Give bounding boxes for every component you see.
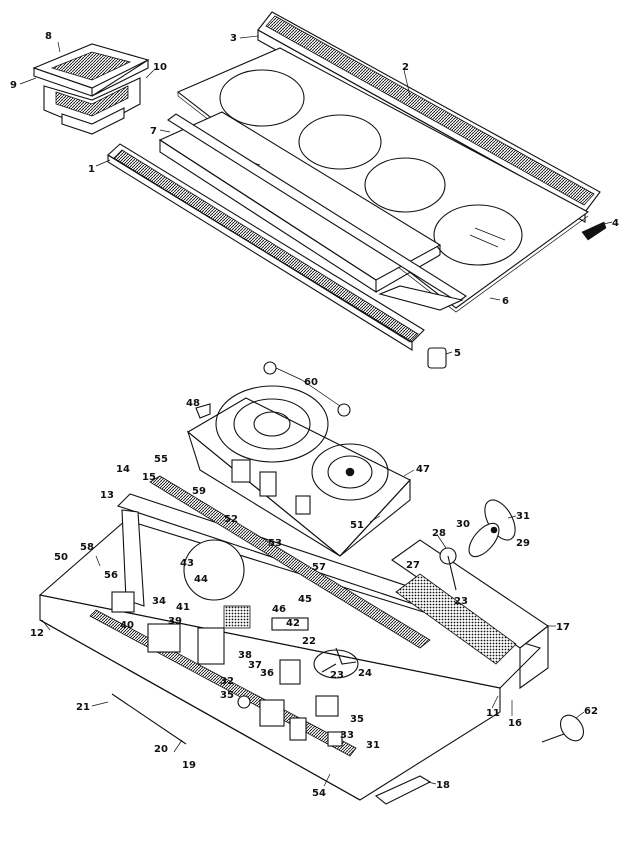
- callout-41: 41: [176, 602, 190, 613]
- callout-50: 50: [54, 552, 68, 563]
- callout-6: 6: [502, 296, 509, 307]
- callout-53: 53: [268, 538, 282, 549]
- callout-10: 10: [153, 62, 167, 73]
- cooktop-rails: [167, 113, 467, 311]
- callout-43: 43: [180, 558, 194, 569]
- callout-21: 21: [76, 702, 90, 713]
- part-3-back-trim: [257, 11, 601, 223]
- part-8-vent-box: [32, 43, 150, 135]
- callout-35b: 35: [350, 714, 364, 725]
- callout-38: 38: [238, 650, 252, 661]
- callout-20: 20: [154, 744, 168, 755]
- callout-28: 28: [432, 528, 446, 539]
- callout-17: 17: [556, 622, 570, 633]
- callout-47: 47: [416, 464, 430, 475]
- callout-55: 55: [154, 454, 168, 465]
- callout-58: 58: [80, 542, 94, 553]
- part-47-motor-assembly: [186, 385, 411, 557]
- callout-31: 31: [516, 511, 530, 522]
- callout-34: 34: [152, 596, 166, 607]
- callout-60: 60: [304, 377, 318, 388]
- callout-62: 62: [584, 706, 598, 717]
- callout-16: 16: [508, 718, 522, 729]
- callout-4: 4: [612, 218, 619, 229]
- part-62-connector: [541, 714, 585, 743]
- callout-29: 29: [516, 538, 530, 549]
- callout-2: 2: [402, 62, 409, 73]
- callout-18: 18: [436, 780, 450, 791]
- callout-11: 11: [486, 708, 500, 719]
- callout-46: 46: [272, 604, 286, 615]
- callout-57: 57: [312, 562, 326, 573]
- callout-51: 51: [350, 520, 364, 531]
- callout-9: 9: [10, 80, 17, 91]
- callout-23a: 23: [454, 596, 468, 607]
- callout-44: 44: [194, 574, 208, 585]
- callout-32: 32: [220, 676, 234, 687]
- callout-54: 54: [312, 788, 326, 799]
- callout-39: 39: [168, 616, 182, 627]
- callout-36: 36: [260, 668, 274, 679]
- callout-19: 19: [182, 760, 196, 771]
- internal-components: [111, 539, 359, 747]
- leader-lines: [19, 35, 613, 787]
- part-5-bumper: [427, 347, 447, 369]
- part-28-motor-bracket: [439, 547, 457, 591]
- callout-30: 30: [456, 519, 470, 530]
- callout-labels: 3 2 8 9 10 7 1 4 6 5 60 48 47 55 59 14 1…: [10, 31, 619, 799]
- part-60-feet: [263, 361, 351, 417]
- callout-27: 27: [406, 560, 420, 571]
- callout-35a: 35: [220, 690, 234, 701]
- callout-52: 52: [224, 514, 238, 525]
- callout-40: 40: [120, 620, 134, 631]
- part-29-fan-blade: [468, 499, 516, 558]
- callout-13: 13: [100, 490, 114, 501]
- callout-56: 56: [104, 570, 118, 581]
- callout-48: 48: [186, 398, 200, 409]
- callout-24: 24: [358, 668, 372, 679]
- callout-15: 15: [142, 472, 156, 483]
- callout-37: 37: [248, 660, 262, 671]
- part-20-rod: [111, 693, 187, 745]
- callout-14: 14: [116, 464, 130, 475]
- part-48-bracket: [195, 403, 211, 419]
- callout-8: 8: [45, 31, 52, 42]
- callout-31b: 31: [366, 740, 380, 751]
- callout-12: 12: [30, 628, 44, 639]
- part-1-front-trim: [107, 143, 425, 351]
- part-4-clip: [581, 221, 607, 241]
- callout-3: 3: [230, 33, 237, 44]
- callout-22: 22: [302, 636, 316, 647]
- callout-7: 7: [150, 126, 157, 137]
- callout-45: 45: [298, 594, 312, 605]
- callout-5: 5: [454, 348, 461, 359]
- callout-59: 59: [192, 486, 206, 497]
- callout-1: 1: [88, 164, 95, 175]
- callout-33: 33: [340, 730, 354, 741]
- part-6-glass-cooktop: [176, 47, 590, 313]
- callout-42: 42: [286, 618, 300, 629]
- part-18-foot: [374, 775, 432, 805]
- callout-23b: 23: [330, 670, 344, 681]
